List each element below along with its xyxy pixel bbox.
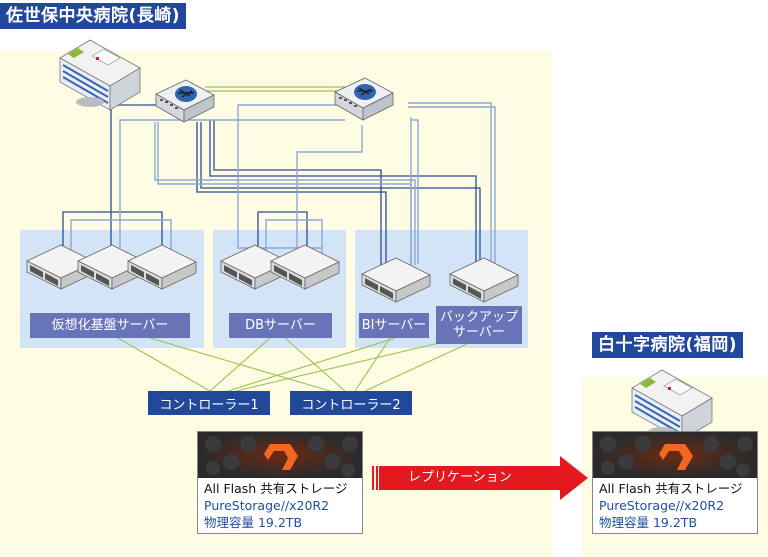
replication-arrow-icon [372,456,588,500]
pure-storage-array-icon [198,432,362,478]
pure-storage-array-icon [593,432,757,478]
backup-server-icon [449,257,519,303]
storage-capacity: 物理容量 19.2TB [204,515,303,530]
server-links-light [70,102,496,268]
controller-2: コントローラー2 [290,391,412,415]
controller-1: コントローラー1 [148,391,270,415]
primary-hospital-icon [59,39,141,111]
storage-model: PureStorage//x20R2 [204,498,330,513]
switch-interconnect [205,86,345,92]
bi-server-label: BIサーバー [359,313,429,338]
db-server-label: DBサーバー [229,313,332,338]
primary-storage: All Flash 共有ストレージ PureStorage//x20R2 物理容… [197,431,363,534]
storage-type: All Flash 共有ストレージ [599,481,743,496]
primary-site-title: 佐世保中央病院(長崎) [0,3,187,29]
storage-type: All Flash 共有ストレージ [204,481,348,496]
virtualization-server-label: 仮想化基盤サーバー [30,313,190,338]
virtualization-server-3-icon [127,244,197,290]
storage-model: PureStorage//x20R2 [599,498,725,513]
bi-server-icon [361,257,431,303]
db-server-2-icon [270,244,340,290]
network-switch-1-icon [155,79,215,123]
storage-links [117,337,481,392]
replication-label: レプリケーション [408,470,512,485]
secondary-storage: All Flash 共有ストレージ PureStorage//x20R2 物理容… [592,431,758,534]
secondary-site-title: 白十字病院(福岡) [592,332,744,358]
storage-capacity: 物理容量 19.2TB [599,515,698,530]
network-switch-2-icon [334,77,394,121]
backup-server-label: バックアップ サーバー [436,306,522,344]
secondary-hospital-icon [631,369,713,441]
